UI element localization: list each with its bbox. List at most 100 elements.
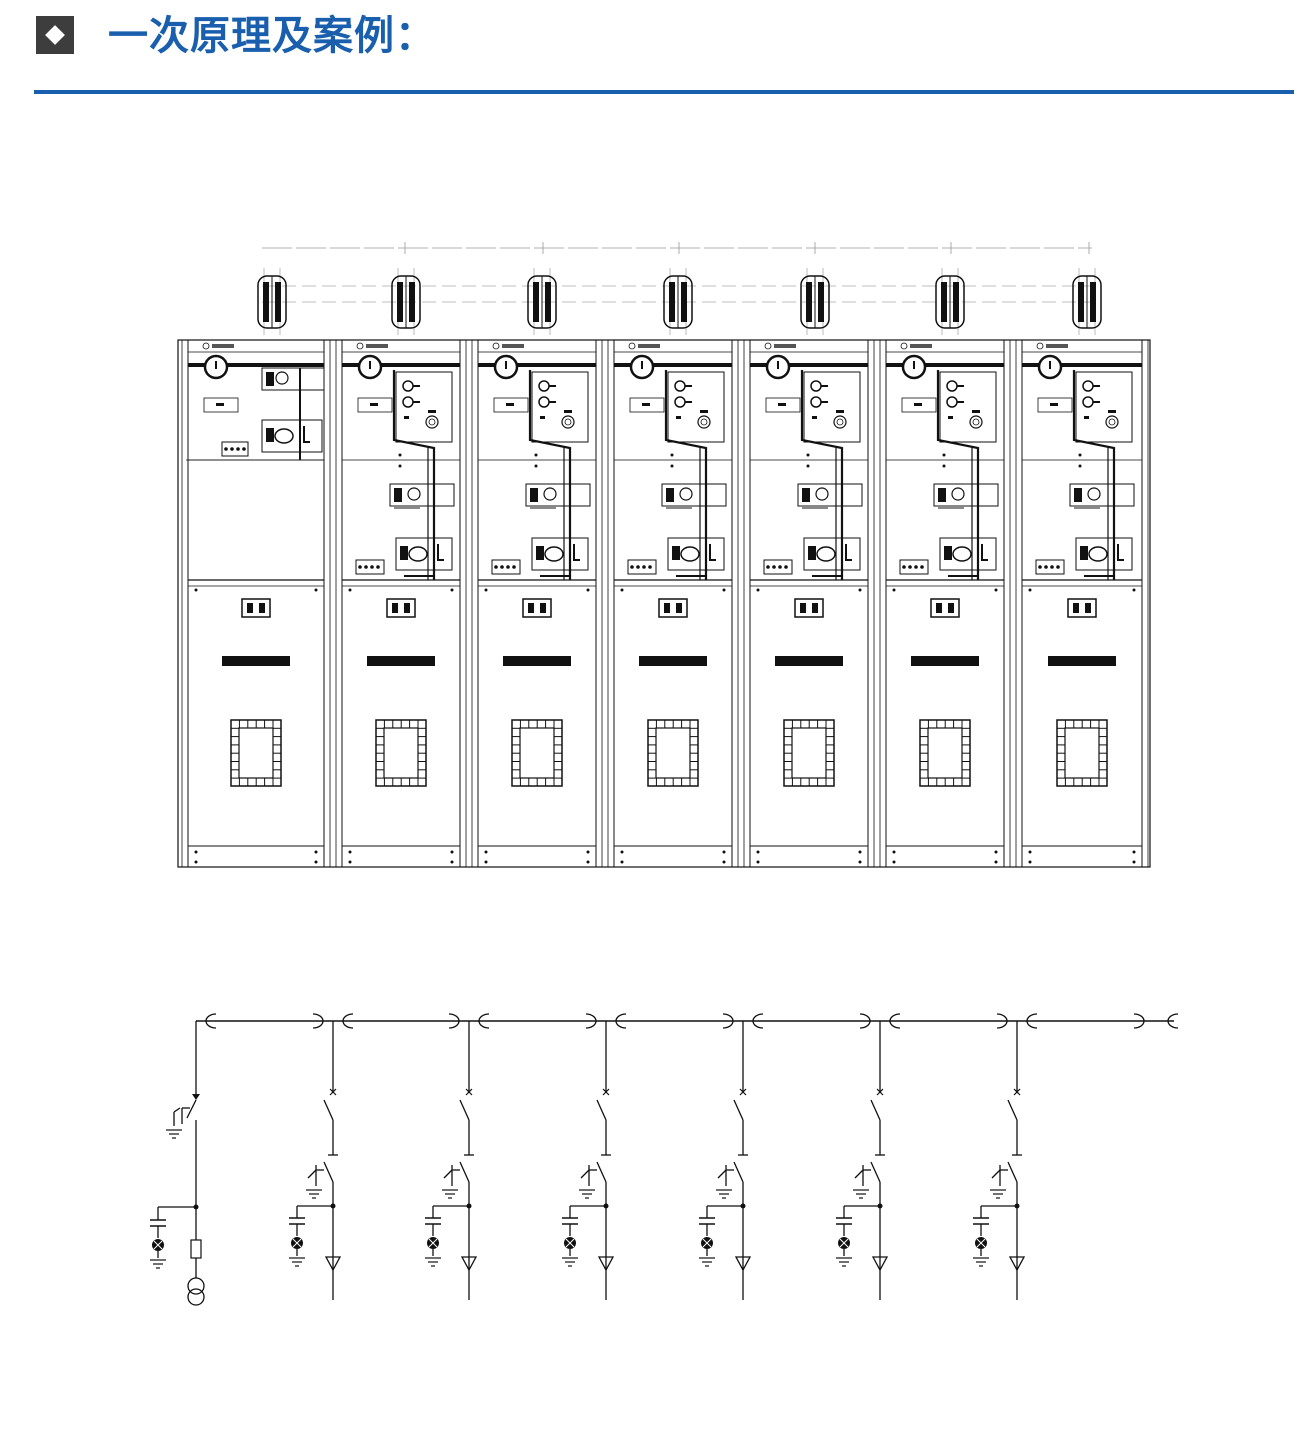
cable-termination-icon <box>1133 1013 1145 1029</box>
socket-icon <box>969 415 983 429</box>
interlock-icon <box>930 598 960 618</box>
cable-termination-icon <box>1026 1013 1038 1029</box>
interlock-icon <box>241 598 271 618</box>
title-underline <box>34 90 1294 94</box>
cabinet-panel <box>879 339 1011 868</box>
fuse-contact <box>192 1094 200 1100</box>
viewing-window <box>1056 719 1108 787</box>
breaker-blade <box>596 1161 607 1183</box>
cable-termination-icon <box>448 1013 460 1029</box>
interlock-icon <box>658 598 688 618</box>
circuit-bay <box>973 1021 1026 1300</box>
cable-head-icon <box>324 1256 342 1272</box>
cable-head-icon <box>597 1256 615 1272</box>
logo-mark <box>774 344 796 348</box>
cable-head-icon <box>871 1256 889 1272</box>
logo-icon <box>202 342 210 350</box>
cable-head-icon <box>460 1256 478 1272</box>
door-handle <box>367 656 435 666</box>
label-plate <box>357 397 393 413</box>
label-plate <box>203 397 239 413</box>
breaker-blade <box>870 1161 881 1183</box>
logo-icon <box>628 342 636 350</box>
cabinet-panel <box>743 339 875 868</box>
indicator-box <box>661 483 727 507</box>
cable-termination-icon <box>1167 1013 1179 1029</box>
cabinet-panel <box>1015 339 1149 868</box>
control-panel <box>395 371 453 443</box>
cable-termination-icon <box>312 1013 324 1029</box>
door-handle <box>1048 656 1116 666</box>
switch-blade <box>1007 1099 1018 1121</box>
cable-bushing-icon <box>800 268 830 335</box>
cable-bushing-icon <box>257 268 287 335</box>
socket-icon <box>833 415 847 429</box>
socket-icon <box>425 415 439 429</box>
interlock-icon <box>1067 598 1097 618</box>
indicator-box <box>1069 483 1135 507</box>
wiring <box>936 370 980 580</box>
cable-termination-icon <box>205 1013 217 1029</box>
mechanism-box <box>667 537 725 571</box>
fuse-icon <box>190 1239 202 1259</box>
terminal-block <box>627 559 657 575</box>
terminal-block <box>763 559 793 575</box>
control-panel <box>667 371 725 443</box>
viewing-window <box>511 719 563 787</box>
switch-blade <box>323 1099 334 1121</box>
control-panel <box>803 371 861 443</box>
cabinet-panel <box>335 339 467 868</box>
viewing-window <box>375 719 427 787</box>
door-handle <box>775 656 843 666</box>
busbar-segment <box>333 1013 469 1029</box>
circuit-bay <box>289 1021 342 1300</box>
door-handle <box>639 656 707 666</box>
cable-bushing-icon <box>1072 268 1102 335</box>
label-plate <box>1037 397 1073 413</box>
control-panel <box>1075 371 1133 443</box>
breaker-blade <box>459 1161 470 1183</box>
logo-icon <box>492 342 500 350</box>
wiring <box>392 370 436 580</box>
interlock-icon <box>522 598 552 618</box>
interlock-icon <box>386 598 416 618</box>
logo-icon <box>900 342 908 350</box>
mechanism-box <box>395 537 453 571</box>
terminal-block <box>899 559 929 575</box>
logo-mark <box>212 344 234 348</box>
wiring <box>800 370 844 580</box>
viewing-window <box>230 719 282 787</box>
switch-blade <box>459 1099 470 1121</box>
door-handle <box>222 656 290 666</box>
disconnector-blade <box>186 1099 197 1119</box>
control-panel <box>531 371 589 443</box>
door-handle <box>911 656 979 666</box>
cable-termination-icon <box>478 1013 490 1029</box>
breaker-blade <box>733 1161 744 1183</box>
page-title: 一次原理及案例： <box>108 13 436 59</box>
terminal-block <box>221 441 249 457</box>
cabinet-panel <box>471 339 603 868</box>
circuit-bay <box>150 1021 205 1306</box>
logo-mark <box>910 344 932 348</box>
circuit-bay <box>699 1021 752 1300</box>
circuit-bay <box>425 1021 478 1300</box>
terminal-block <box>1035 559 1065 575</box>
viewing-window <box>919 719 971 787</box>
cable-termination-icon <box>889 1013 901 1029</box>
busbar-segment <box>743 1013 880 1029</box>
interlock-icon <box>794 598 824 618</box>
cable-termination-icon <box>615 1013 627 1029</box>
mechanism-box <box>261 419 323 453</box>
cable-termination-icon <box>585 1013 597 1029</box>
label-plate <box>765 397 801 413</box>
indicator-box <box>933 483 999 507</box>
page-header: 一次原理及案例： <box>0 0 1303 100</box>
logo-icon <box>356 342 364 350</box>
logo-mark <box>366 344 388 348</box>
mechanism-box <box>531 537 589 571</box>
logo-mark <box>502 344 524 348</box>
indicator-box <box>261 367 325 391</box>
logo-icon <box>1036 342 1044 350</box>
